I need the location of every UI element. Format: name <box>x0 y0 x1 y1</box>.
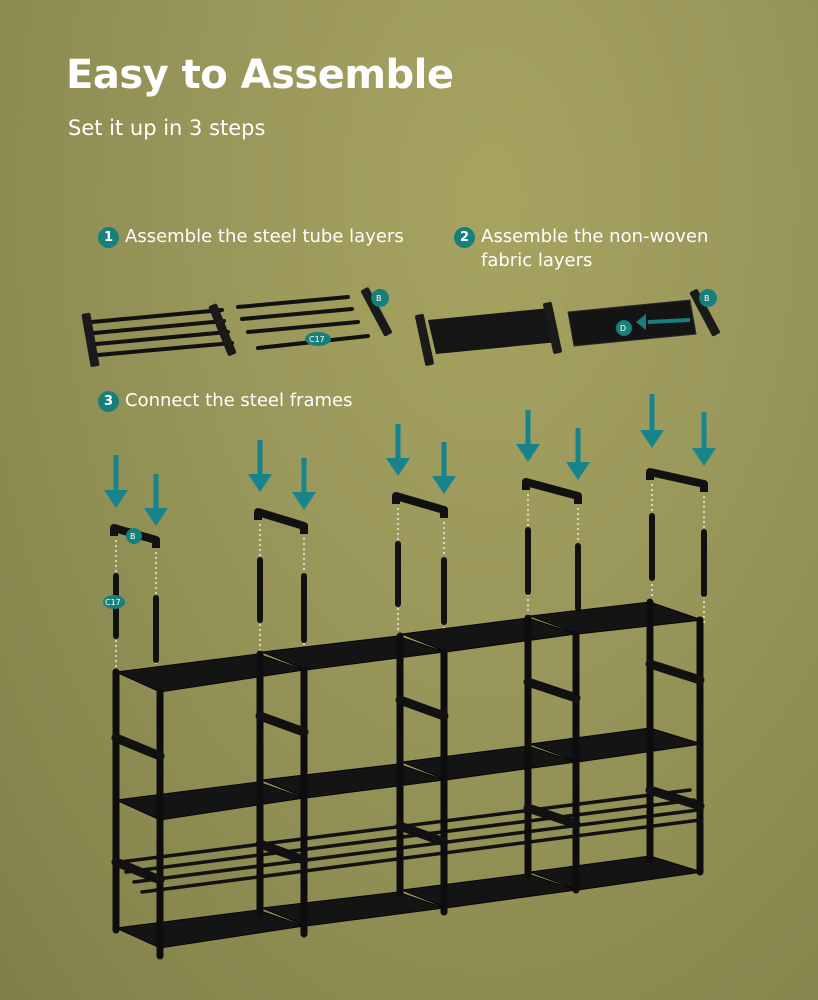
bracket-label-b: B <box>376 294 382 303</box>
page-title: Easy to Assemble <box>66 52 454 98</box>
shelf-frame-illustration: B C17 <box>103 394 716 960</box>
step-1-number-badge: 1 <box>98 227 119 248</box>
step-2-number-badge: 2 <box>454 227 475 248</box>
step-2: 2 Assemble the non-woven fabric layers <box>454 225 754 273</box>
step-2-label: Assemble the non-woven fabric layers <box>481 226 709 271</box>
step-1-label: Assemble the steel tube layers <box>125 226 404 247</box>
tube-label-c17-2: C17 <box>105 598 121 607</box>
fabric-layer-illustration: D B <box>415 289 720 366</box>
tube-layer-illustration: B C17 <box>81 287 392 367</box>
step-3-label: Connect the steel frames <box>125 390 353 411</box>
fabric-label-d: D <box>620 324 626 333</box>
step-1: 1 Assemble the steel tube layers <box>98 225 404 249</box>
down-arrows <box>104 394 716 526</box>
bracket-label-b-3: B <box>130 532 136 541</box>
step-3-number-badge: 3 <box>98 391 119 412</box>
bracket-label-b-2: B <box>704 294 710 303</box>
tube-label-c17: C17 <box>309 335 325 344</box>
step-3: 3 Connect the steel frames <box>98 389 352 413</box>
page-subtitle: Set it up in 3 steps <box>68 116 266 140</box>
